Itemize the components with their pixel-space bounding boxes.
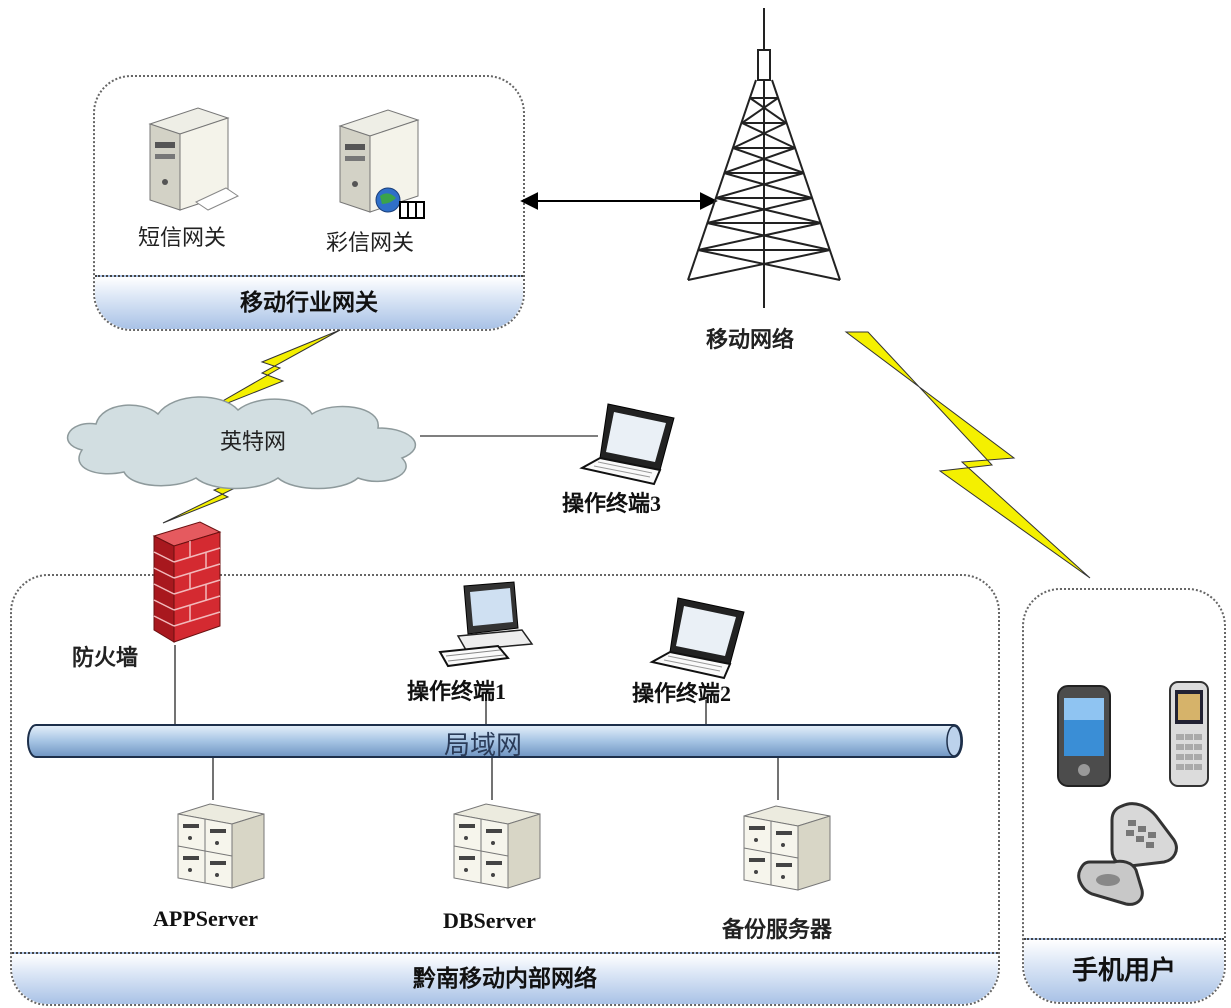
- gateway-group: 移动行业网关: [93, 75, 525, 331]
- antenna-tower-icon: [687, 8, 841, 308]
- server-rack-icon: [453, 803, 541, 889]
- terminal3-label: 操作终端3: [562, 491, 662, 516]
- mobile-network-label: 移动网络: [706, 327, 795, 353]
- gateway-group-title: 移动行业网关: [95, 275, 523, 329]
- server-rack-icon: [743, 805, 831, 891]
- lan-bus: [27, 724, 963, 758]
- app-server-label: APPServer: [153, 906, 259, 931]
- cloud-icon: [66, 396, 416, 490]
- laptop-icon: [579, 403, 675, 486]
- laptop-icon: [649, 597, 745, 680]
- backup-server-label: 备份服务器: [722, 917, 833, 943]
- mobile-users-group: 手机用户: [1022, 588, 1226, 1004]
- server-icon: [338, 109, 425, 219]
- firewall-icon: [152, 521, 222, 643]
- flip-phone-icon: [1077, 802, 1178, 906]
- firewall-label: 防火墙: [72, 645, 139, 671]
- terminal1-label: 操作终端1: [407, 679, 507, 704]
- mobile-users-title: 手机用户: [1024, 938, 1224, 1002]
- feature-phone-icon: [1169, 681, 1209, 787]
- smartphone-icon: [1057, 685, 1111, 787]
- internal-network-group: 黔南移动内部网络: [10, 574, 1000, 1006]
- terminal2-label: 操作终端2: [632, 681, 732, 706]
- sms-gateway-label: 短信网关: [138, 226, 227, 251]
- server-rack-icon: [177, 803, 265, 889]
- server-icon: [148, 107, 240, 211]
- internal-network-title: 黔南移动内部网络: [12, 952, 998, 1004]
- lan-label: 局域网: [444, 731, 523, 761]
- db-server-label: DBServer: [443, 908, 536, 933]
- mms-gateway-label: 彩信网关: [326, 231, 415, 256]
- desktop-pc-icon: [438, 581, 534, 668]
- internet-label: 英特网: [220, 430, 287, 455]
